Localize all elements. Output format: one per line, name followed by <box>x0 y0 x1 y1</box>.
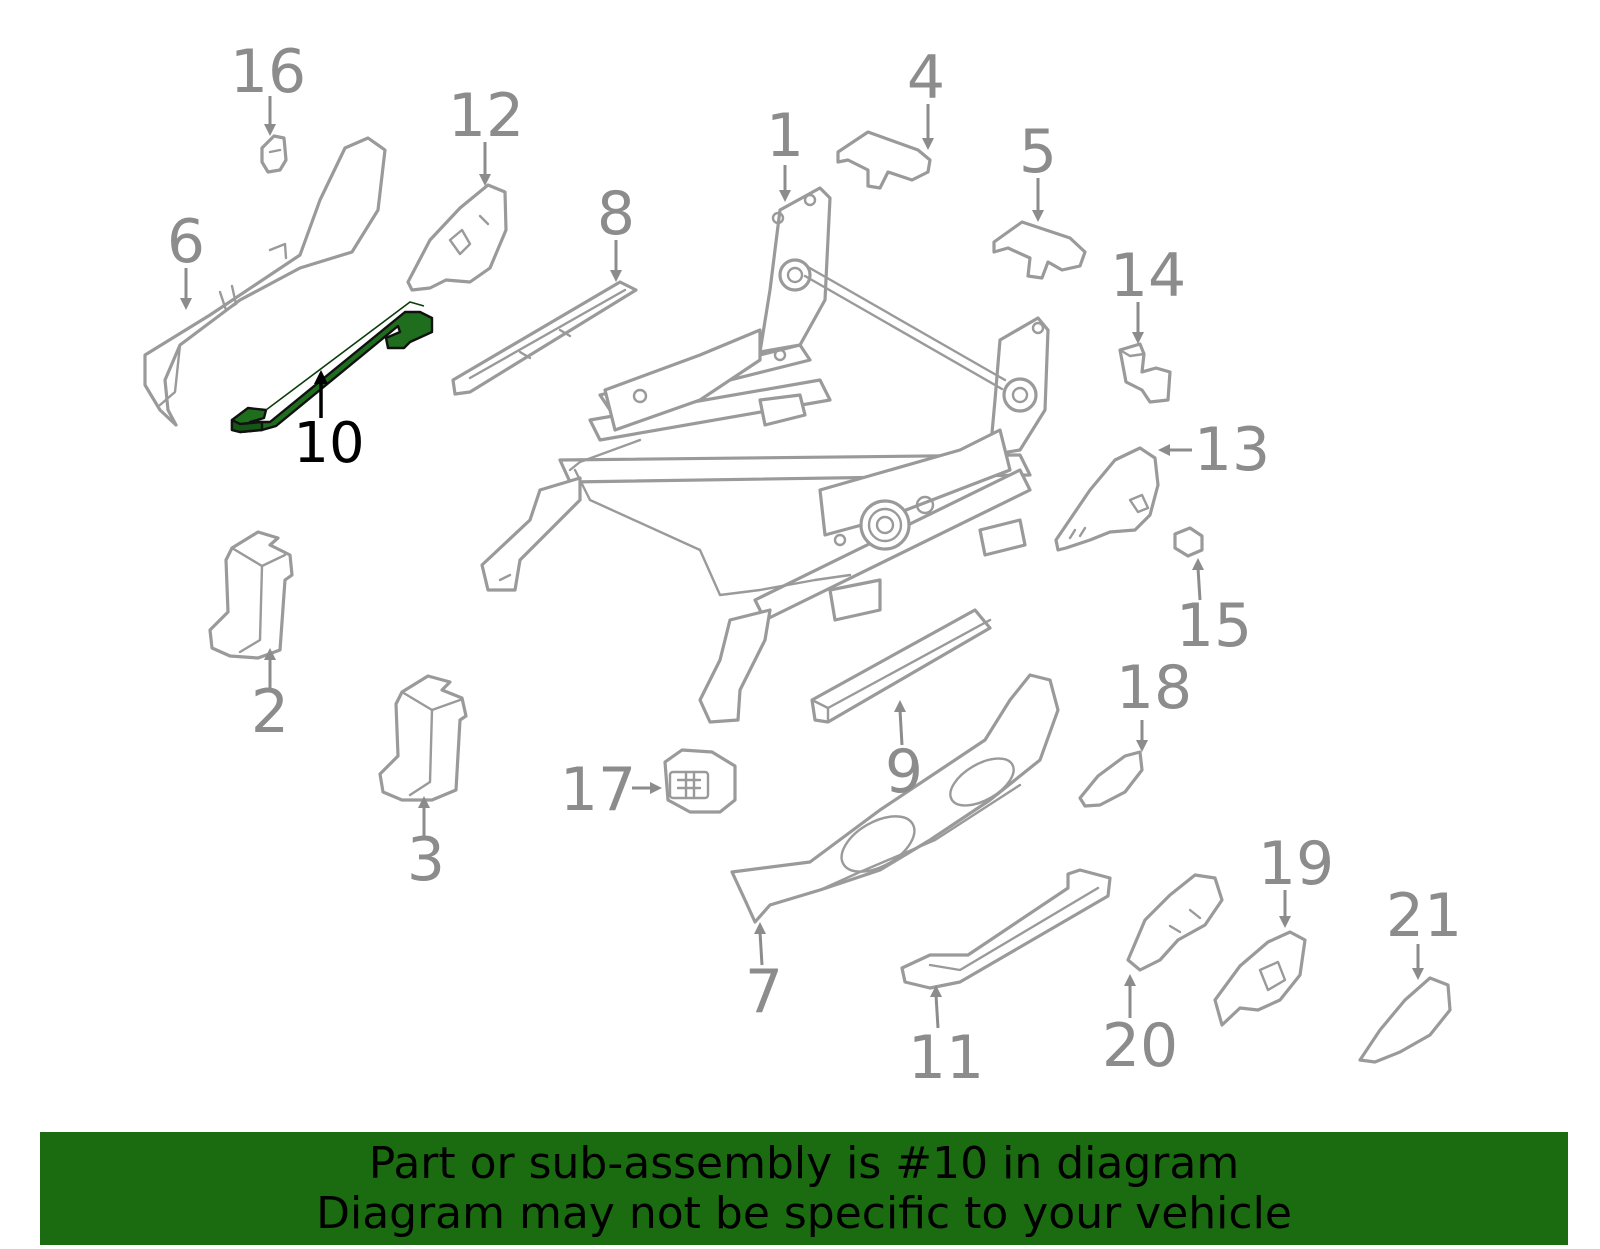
callout-1: 1 <box>766 101 804 171</box>
callout-16: 16 <box>230 37 306 107</box>
part-4-bracket <box>836 130 932 190</box>
callout-5: 5 <box>1019 117 1057 187</box>
callout-18: 18 <box>1116 653 1192 723</box>
callout-9: 9 <box>885 737 923 807</box>
banner-line-part-number: Part or sub-assembly is #10 in diagram <box>368 1137 1240 1189</box>
part-12-recliner-cover <box>406 183 508 292</box>
callout-14: 14 <box>1110 241 1186 311</box>
callout-15: 15 <box>1176 591 1252 661</box>
callout-numbers: 1 2 3 4 5 6 7 8 9 10 11 12 13 14 15 16 1… <box>167 37 1462 1093</box>
callout-4: 4 <box>907 43 945 113</box>
part-10-rail-cover-highlighted <box>230 301 434 434</box>
part-1-seat-adjuster-frame <box>480 186 1050 724</box>
part-19-lever-cover <box>1213 930 1307 1027</box>
part-18-knob-cap <box>1078 750 1144 808</box>
callout-17: 17 <box>560 755 636 825</box>
callout-20: 20 <box>1102 1011 1178 1081</box>
callout-10: 10 <box>293 411 364 476</box>
callout-11: 11 <box>908 1023 984 1093</box>
callout-21: 21 <box>1386 881 1462 951</box>
part-14-clip <box>1118 342 1172 404</box>
part-6-side-shield <box>143 136 387 427</box>
part-info-banner: Part or sub-assembly is #10 in diagram D… <box>40 1132 1568 1245</box>
leader-arrows <box>180 96 1424 1029</box>
part-15-nut <box>1173 526 1204 558</box>
callout-8: 8 <box>597 179 635 249</box>
part-20-lever-bracket <box>1126 873 1224 972</box>
part-8-rail-cover <box>451 280 638 396</box>
part-9-rail-cover <box>810 608 992 724</box>
part-7-side-shield <box>730 673 1060 924</box>
part-21-knob <box>1358 976 1452 1064</box>
callout-13: 13 <box>1194 415 1270 485</box>
callout-12: 12 <box>448 81 524 151</box>
part-2-trim-cover <box>208 530 294 660</box>
callout-2: 2 <box>251 677 289 747</box>
callout-19: 19 <box>1258 829 1334 899</box>
part-17-switch <box>663 748 737 814</box>
part-16-clip <box>260 134 288 174</box>
part-3-trim-cover <box>378 674 468 802</box>
callout-7: 7 <box>745 957 783 1027</box>
callout-3: 3 <box>407 825 445 895</box>
part-5-bracket <box>992 220 1087 280</box>
part-11-cover-bar <box>900 868 1112 990</box>
callout-6: 6 <box>167 207 205 277</box>
banner-line-disclaimer: Diagram may not be specific to your vehi… <box>316 1187 1292 1239</box>
part-13-recliner-cover <box>1054 446 1160 552</box>
